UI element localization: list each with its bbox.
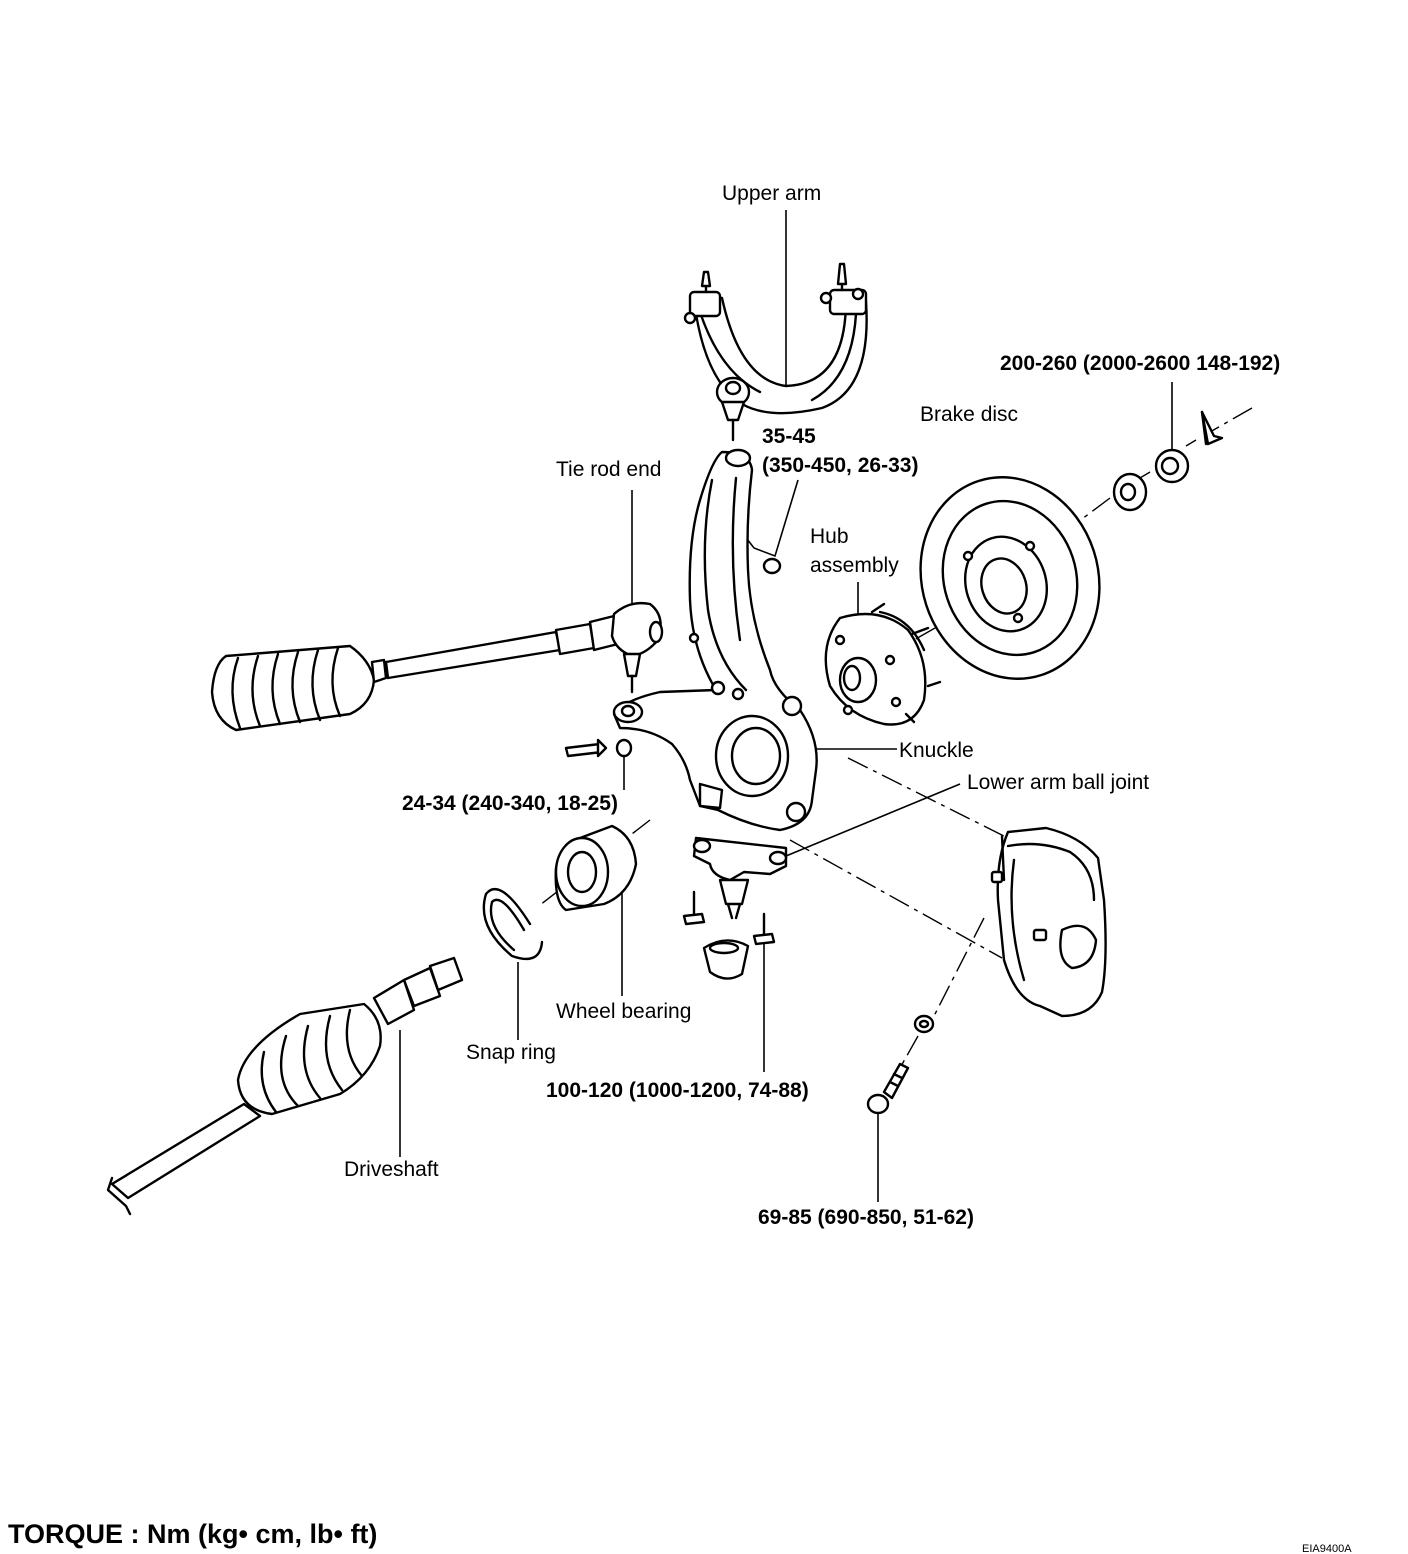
knuckle [612,448,818,832]
tie-rod [370,612,628,684]
torque-upper-ball-joint-line2: (350-450, 26-33) [762,454,918,477]
torque-specs: 200-260 (2000-2600 148-192) 35-45 (350-4… [402,352,1280,1229]
tie-rod-nut [615,738,633,758]
hardware [564,410,1224,758]
assembly-axis-lines [539,407,1253,1069]
label-hub-line2: assembly [810,554,899,577]
torque-upper-ball-joint-line1: 35-45 [762,425,816,448]
brake-disc [919,476,1101,680]
hub-nut-washer [1112,448,1190,512]
brake-caliper [990,826,1107,1018]
label-wheel-bearing: Wheel bearing [556,1000,691,1023]
torque-tie-rod-nut: 24-34 (240-340, 18-25) [402,792,618,815]
hub-cotter-pin [1200,410,1224,446]
tie-rod-boot [210,644,376,732]
label-driveshaft: Driveshaft [344,1158,439,1181]
label-hub-line1: Hub [810,525,849,548]
torque-hub-nut: 200-260 (2000-2600 148-192) [1000,352,1280,375]
figure-code: EIA9400A [1302,1543,1352,1554]
hub-assembly [824,602,942,726]
label-brake-disc: Brake disc [920,403,1018,426]
caliper-bolt [866,1014,935,1115]
wheel-bearing [554,824,638,912]
label-knuckle: Knuckle [899,739,974,762]
upper-arm [683,262,868,442]
label-tie-rod-end: Tie rod end [556,458,661,481]
cotter-pin [564,742,604,758]
torque-lower-arm-bolts: 100-120 (1000-1200, 74-88) [546,1079,809,1102]
part-labels: Upper arm Tie rod end Brake disc Hub ass… [344,182,1149,1181]
label-lower-arm-ball-joint: Lower arm ball joint [967,771,1149,794]
lower-arm-ball-joint [682,836,788,980]
torque-caliper-bolt: 69-85 (690-850, 51-62) [758,1206,974,1229]
label-upper-arm: Upper arm [722,182,821,205]
snap-ring [482,888,544,961]
label-snap-ring: Snap ring [466,1041,556,1064]
leader-lines [399,210,1173,1202]
torque-units-legend: TORQUE : Nm (kg• cm, lb• ft) [8,1519,377,1549]
driveshaft [106,956,464,1216]
upper-ball-joint-nut [762,557,782,575]
tie-rod-end [610,601,664,694]
